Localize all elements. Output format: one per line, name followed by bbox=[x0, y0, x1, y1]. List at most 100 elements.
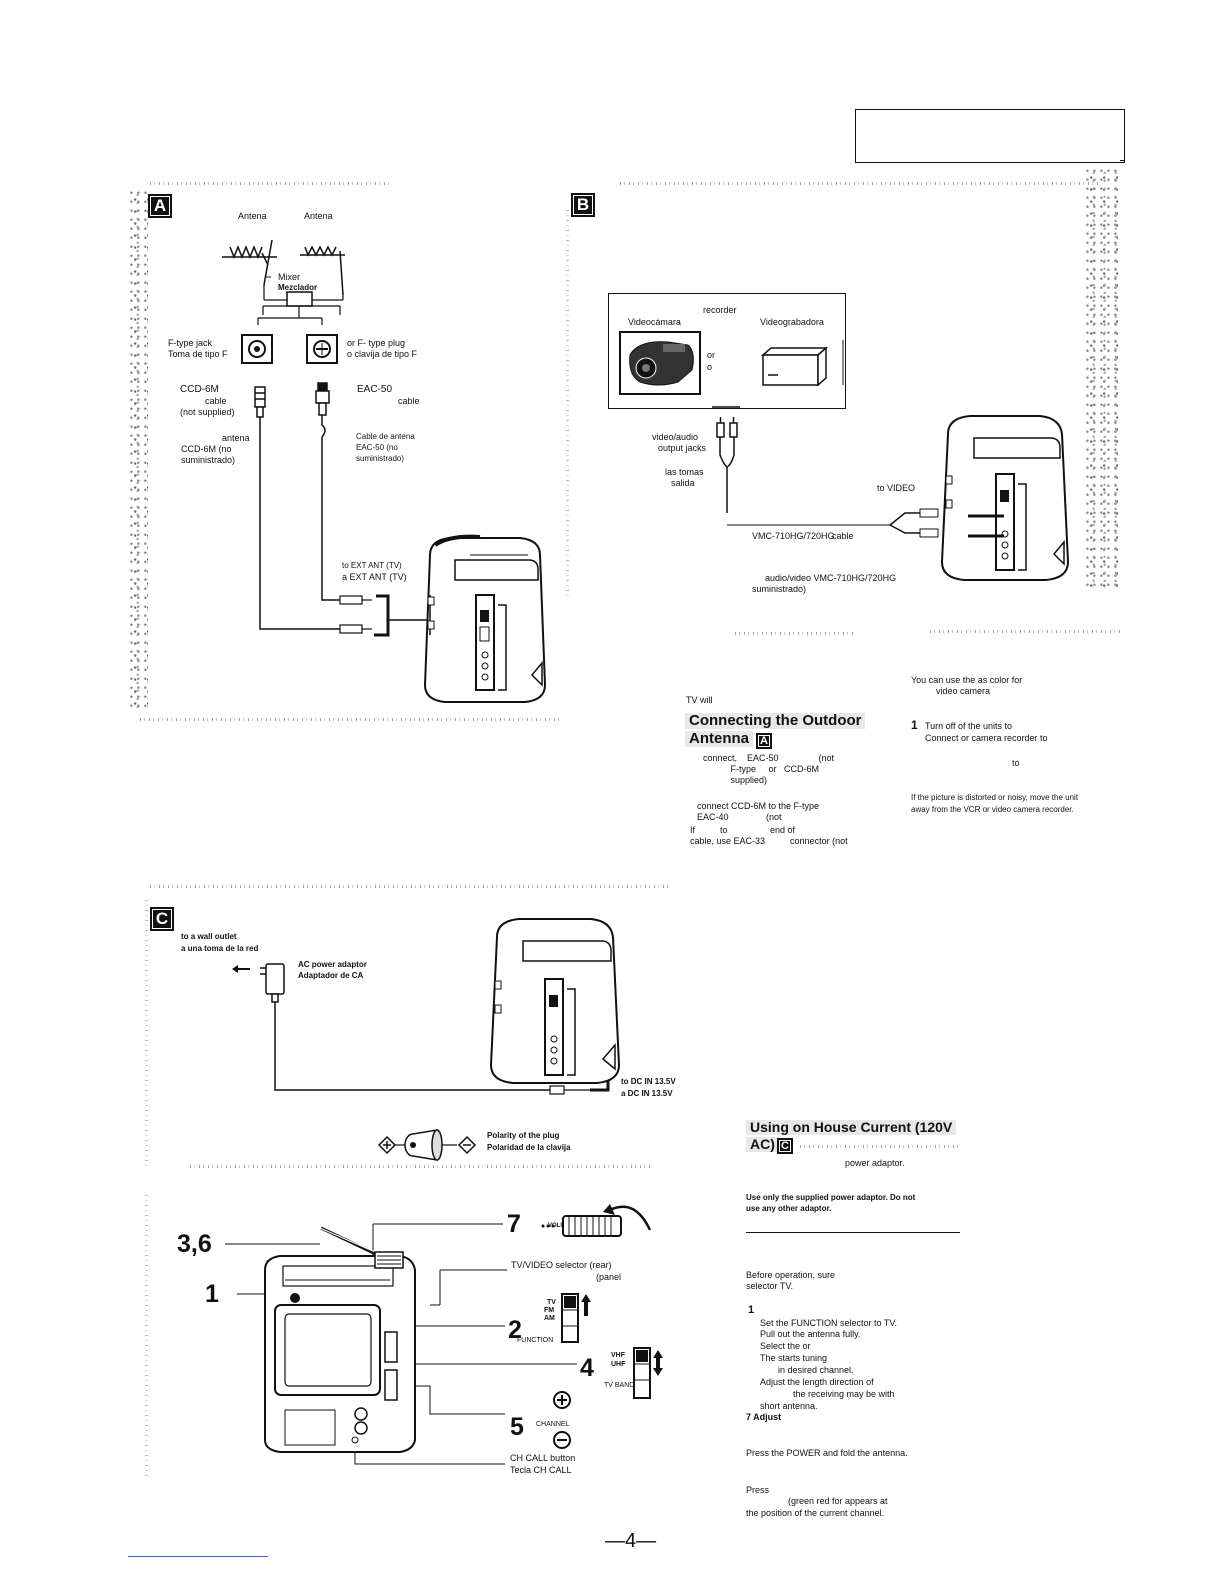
ftype-plug-label: or F- type plug bbox=[347, 338, 406, 348]
step-number: 1 bbox=[911, 718, 918, 732]
step-s3: Select the or bbox=[760, 1341, 811, 1351]
band-vhf: VHF bbox=[611, 1352, 625, 1359]
scan-edge bbox=[566, 210, 569, 600]
divider bbox=[746, 1232, 960, 1233]
scan-edge bbox=[150, 885, 670, 888]
ref-label-a: A bbox=[756, 733, 772, 749]
scan-edge bbox=[150, 182, 390, 185]
press-text: Press bbox=[746, 1485, 770, 1495]
a-ext-ant-label: a EXT ANT (TV) bbox=[342, 572, 407, 582]
channel-up-icon bbox=[553, 1391, 571, 1409]
step-s1: Set the FUNCTION selector to TV. bbox=[760, 1318, 898, 1328]
antenna-label-left: Antena bbox=[238, 211, 267, 221]
scan-edge bbox=[190, 1165, 650, 1168]
ch-call-es: Tecla CH CALL bbox=[510, 1465, 572, 1475]
step1-b: Connect or camera recorder to bbox=[925, 733, 1048, 743]
step-s9: 7 Adjust bbox=[746, 1412, 782, 1422]
dc-in-es: a DC IN 13.5V bbox=[621, 1089, 673, 1098]
tv-set-illustration bbox=[489, 918, 621, 1084]
step-s7: the receiving may be with bbox=[793, 1389, 895, 1399]
antenna-left-icon bbox=[222, 239, 277, 286]
front-panel-diagram bbox=[225, 1204, 663, 1465]
antenna-right-icon bbox=[300, 245, 345, 296]
distort-note-2: away from the VCR or video camera record… bbox=[911, 805, 1074, 814]
func-am: AM bbox=[544, 1315, 555, 1322]
tomas-2: salida bbox=[671, 478, 695, 488]
section-heading-house: Using on House Current (120V bbox=[746, 1120, 957, 1135]
ac-adaptor-en: AC power adaptor bbox=[298, 960, 367, 969]
use-text-1: You can use the as color for bbox=[911, 675, 1023, 685]
eac50-es-3: suministrado) bbox=[356, 454, 405, 463]
source-box bbox=[608, 293, 846, 409]
green-text: (green red for appears at bbox=[788, 1496, 888, 1506]
header-box bbox=[855, 109, 1125, 163]
channel-down-icon bbox=[553, 1431, 571, 1449]
ccd6m-es-3: suministrado) bbox=[181, 455, 236, 465]
tv-will-text: TV will bbox=[686, 695, 713, 705]
step-s2: Pull out the antenna fully. bbox=[760, 1329, 861, 1339]
callout-1: 1 bbox=[205, 1280, 219, 1308]
distort-note-1: If the picture is distorted or noisy, mo… bbox=[911, 793, 1079, 802]
section-heading-antenna: Antenna bbox=[685, 731, 753, 747]
antenna-label-right: Antena bbox=[304, 211, 333, 221]
section-heading-ac: AC) bbox=[746, 1137, 779, 1152]
house-line: power adaptor. bbox=[845, 1158, 905, 1168]
f-type-jack-icon bbox=[241, 334, 273, 364]
callout-7: 7 bbox=[507, 1210, 521, 1238]
panel-label-a: A bbox=[148, 194, 172, 218]
to-video-label: to VIDEO bbox=[877, 483, 916, 493]
ref-label-c: C bbox=[777, 1138, 793, 1154]
ac-adaptor-icon bbox=[260, 963, 285, 1003]
tv-set-illustration bbox=[423, 534, 547, 703]
eac50-cable-label: cable bbox=[398, 396, 420, 406]
or-label: or bbox=[707, 350, 716, 360]
o-label: o bbox=[707, 362, 713, 372]
ccd6m-es-2: CCD-6M (no bbox=[181, 444, 232, 454]
panel-label-c: C bbox=[150, 907, 174, 931]
wall-outlet-es: a una toma de la red bbox=[181, 944, 259, 953]
eac50-es-2: EAC-50 (no bbox=[356, 443, 398, 452]
callout-3-6: 3,6 bbox=[177, 1230, 212, 1258]
wall-outlet-en: to a wall outlet bbox=[181, 932, 237, 941]
polarity-es: Polaridad de la clavija bbox=[487, 1143, 571, 1152]
output-jacks-1: video/audio bbox=[652, 432, 699, 442]
f-type-plug-icon bbox=[306, 334, 338, 364]
tvvideo-label-1: TV/VIDEO selector (rear) bbox=[511, 1260, 612, 1270]
house-note-2: use any other adaptor. bbox=[746, 1204, 832, 1213]
scan-edge bbox=[800, 1145, 960, 1148]
videocamara-label: Videocámara bbox=[628, 317, 681, 327]
scan-edge bbox=[140, 718, 560, 721]
step-s6: Adjust the length direction of bbox=[760, 1377, 874, 1387]
mixer-box bbox=[286, 291, 313, 307]
source-devices bbox=[619, 331, 844, 395]
ccd6m-not-supplied: (not supplied) bbox=[180, 407, 235, 417]
tv-band-switch-icon bbox=[633, 1347, 663, 1399]
eac50-label: EAC-50 bbox=[357, 384, 393, 395]
channel-label: CHANNEL bbox=[536, 1421, 570, 1428]
to-ext-ant-label: to EXT ANT (TV) bbox=[342, 561, 402, 570]
tv-set-illustration bbox=[940, 415, 1070, 581]
volume-dial-icon bbox=[562, 1204, 652, 1237]
ccd6m-es-1: antena bbox=[222, 433, 250, 443]
scan-noise bbox=[130, 190, 148, 710]
ac-adaptor-es: Adaptador de CA bbox=[298, 971, 364, 980]
scan-edge bbox=[735, 632, 855, 635]
step-s5: in desired channel. bbox=[778, 1365, 854, 1375]
mezclador-label: Mezclador bbox=[278, 283, 318, 292]
callout-4: 4 bbox=[580, 1354, 594, 1382]
clavija-tipo-f-label: o clavija de tipo F bbox=[347, 349, 418, 359]
eac50-es-1: Cable de antena bbox=[356, 432, 415, 441]
polarity-en: Polarity of the plug bbox=[487, 1131, 560, 1140]
tvvideo-label-2: (panel bbox=[596, 1272, 622, 1282]
tomas-1: las tomas bbox=[665, 467, 704, 477]
vmc-cable-word: cable bbox=[832, 531, 854, 541]
antenna-para-2: connect CCD-6M to the F-type EAC-40 (not bbox=[697, 801, 820, 822]
function-label: FUNCTION bbox=[517, 1337, 554, 1344]
scan-edge bbox=[145, 900, 148, 1170]
tvband-label: TV BAND bbox=[604, 1382, 635, 1389]
footer-rule bbox=[128, 1556, 268, 1557]
step-s8: short antenna. bbox=[760, 1401, 818, 1411]
func-tv: TV bbox=[547, 1299, 556, 1306]
recorder-label: recorder bbox=[703, 305, 737, 315]
output-jacks-2: output jacks bbox=[658, 443, 707, 453]
